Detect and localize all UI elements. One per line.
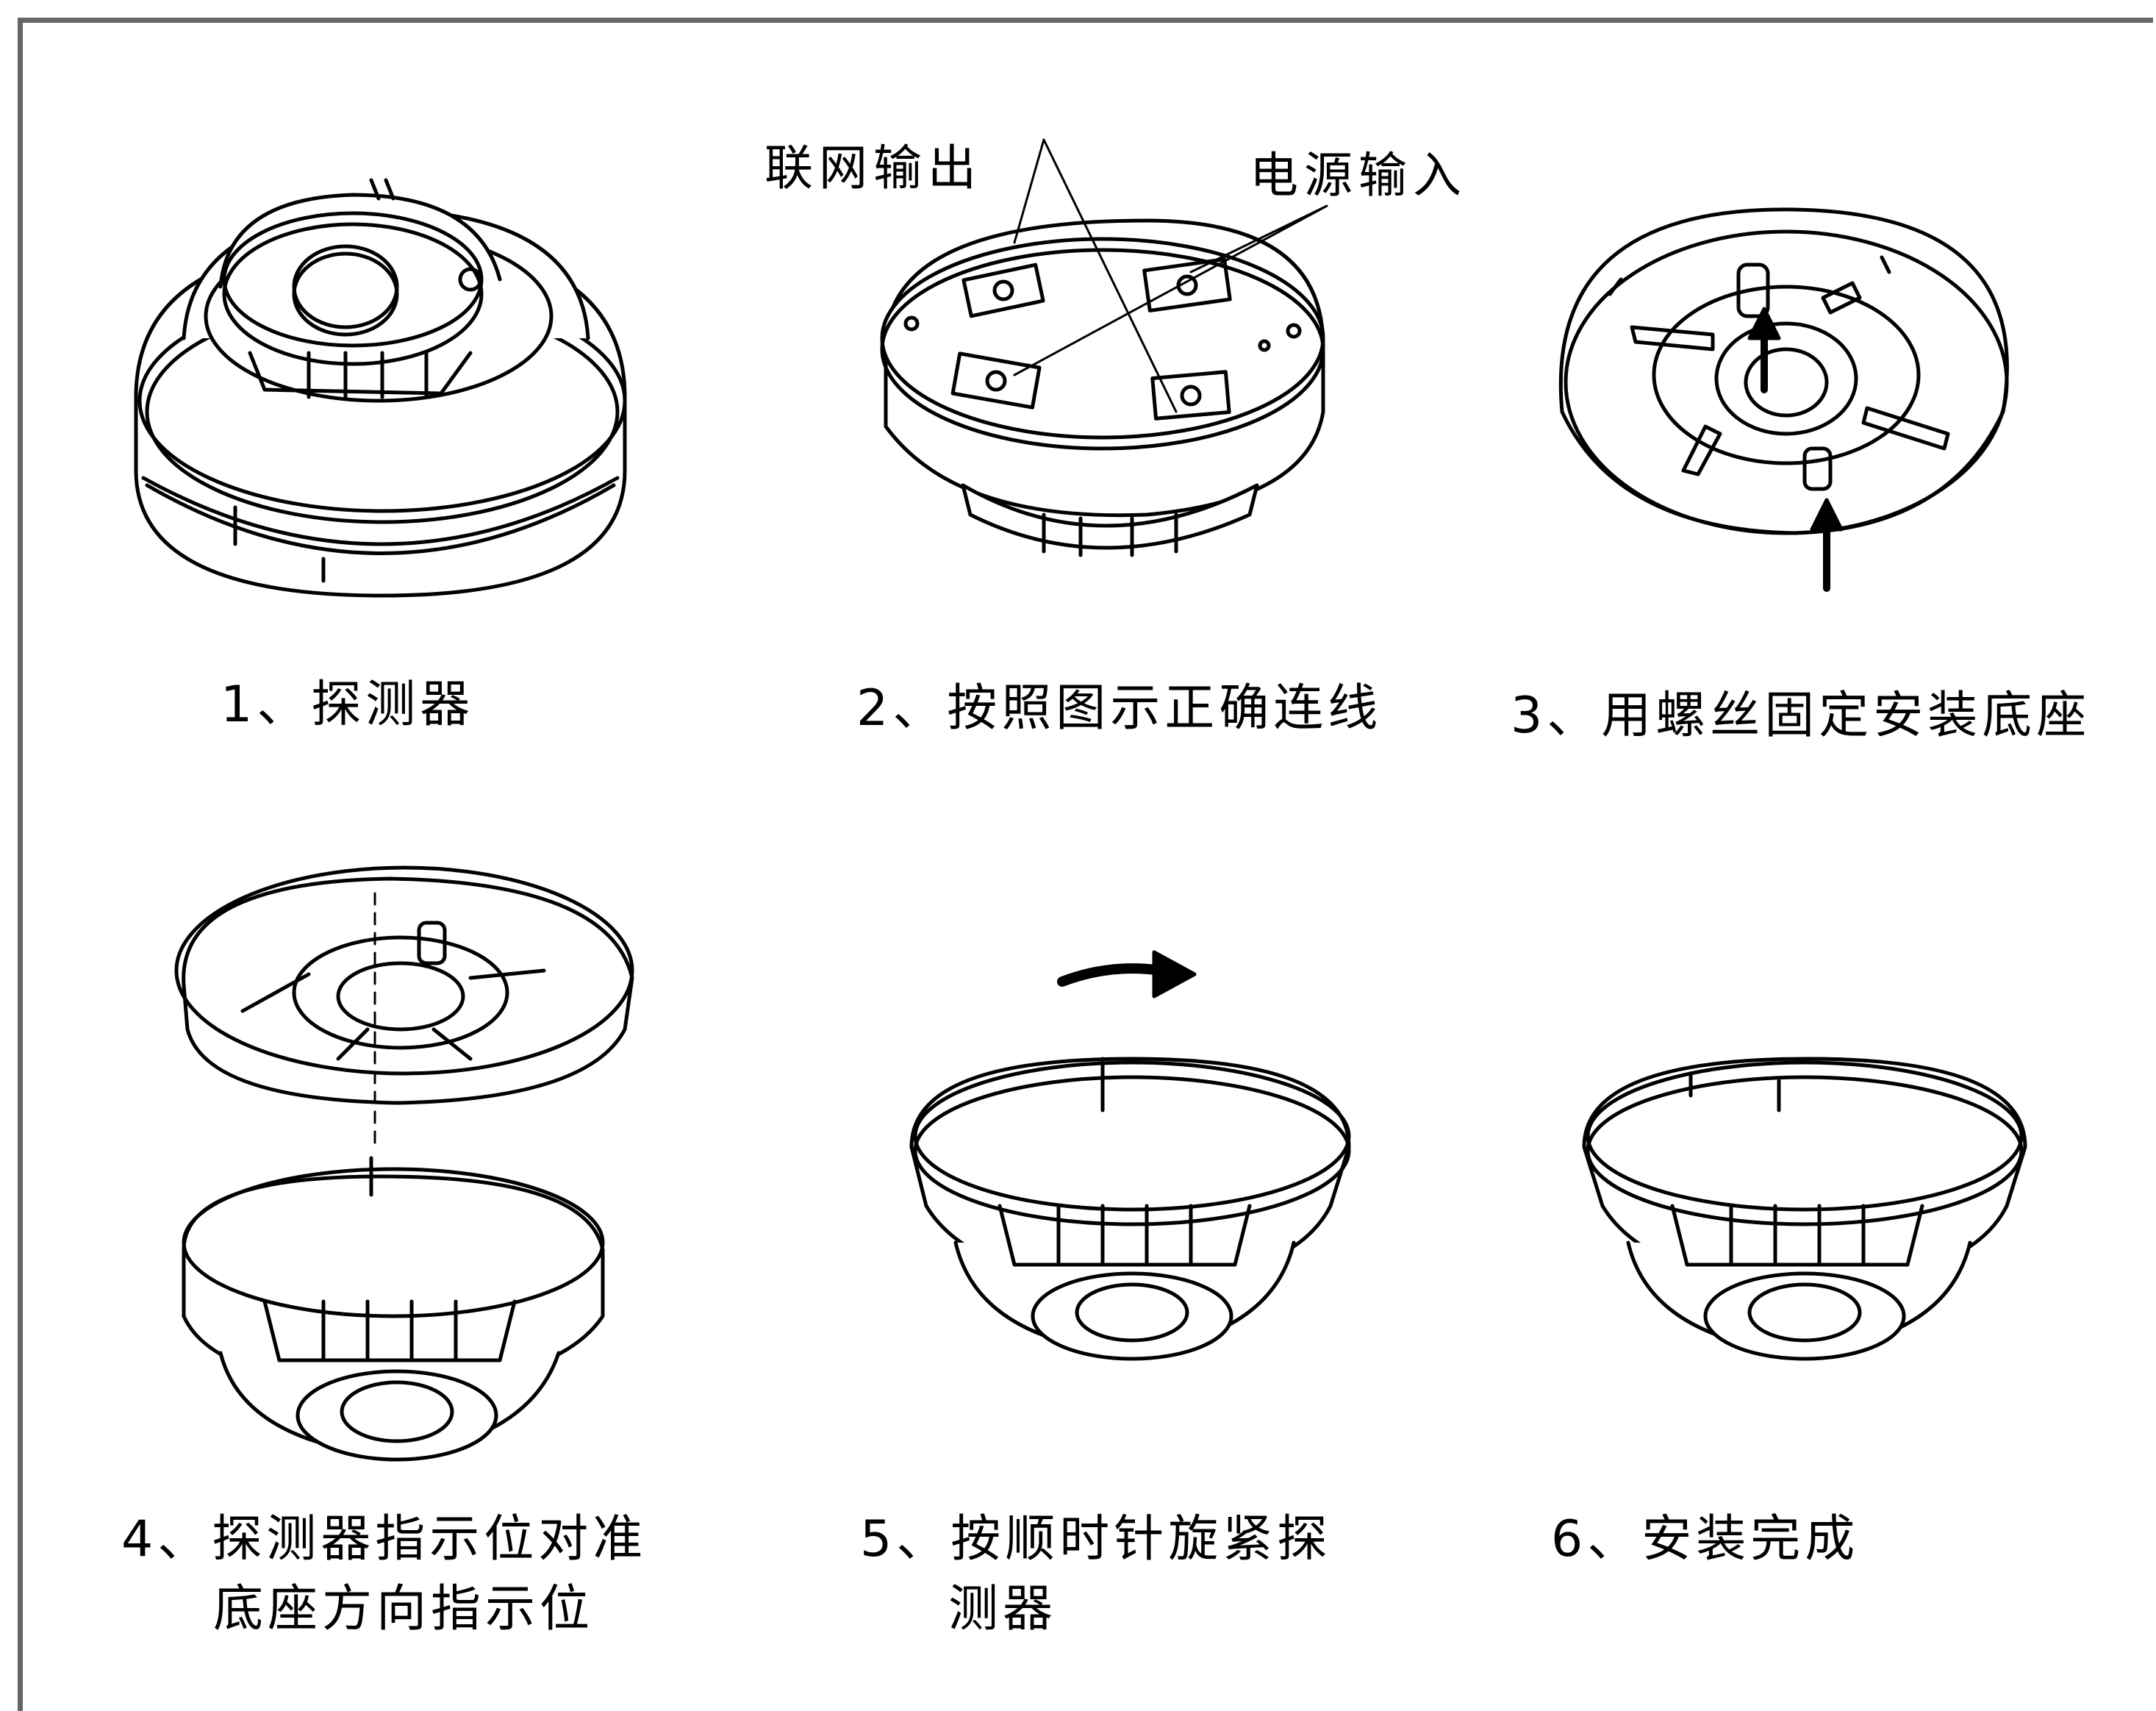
power-input-label: 电源输入 — [1250, 147, 1467, 204]
step-5-caption: 5、按顺时针旋紧探 — [860, 1510, 1332, 1568]
network-output-label: 联网输出 — [764, 140, 982, 196]
installed-detector-illustration — [1582, 1057, 2027, 1361]
step-5-caption-line2: 测器 — [948, 1580, 1058, 1638]
clockwise-arrow-icon — [1057, 950, 1197, 999]
base-wiring-illustration — [880, 138, 1328, 557]
step-1-caption: 1、探测器 — [221, 676, 475, 734]
step-4-caption-line2: 底座方向指示位 — [213, 1580, 595, 1638]
alignment-illustration — [174, 865, 634, 1462]
detector-illustration — [134, 178, 627, 598]
step-2-caption: 2、按照图示正确连线 — [856, 679, 1383, 737]
step-4-caption: 4、探测器指示位对准 — [121, 1510, 648, 1568]
step-6-caption: 6、安装完成 — [1551, 1510, 1860, 1568]
step-3-caption: 3、用螺丝固定安装底座 — [1511, 687, 2091, 745]
rotating-detector-illustration — [909, 1057, 1351, 1361]
base-mounting-illustration — [1558, 207, 2009, 592]
diagram-frame — [18, 18, 2153, 1711]
